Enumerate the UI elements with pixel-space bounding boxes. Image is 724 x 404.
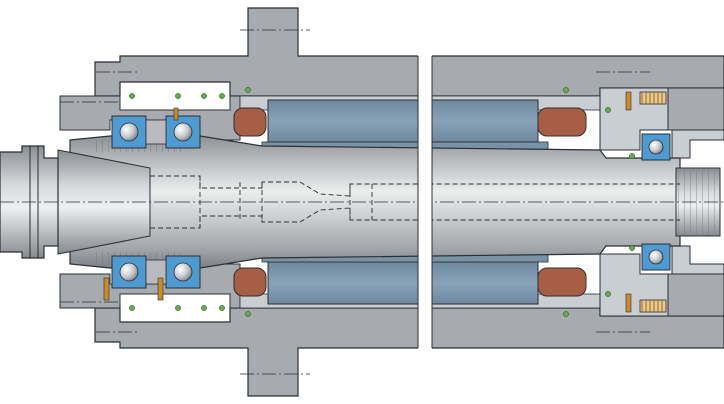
front-bearings <box>111 115 201 289</box>
bearing-spacer-top <box>145 119 167 145</box>
winding-front-bottom <box>233 267 267 297</box>
stator-top <box>267 99 539 143</box>
pin-front-bottom-2 <box>157 277 164 301</box>
motor <box>233 99 587 305</box>
o-ring <box>629 153 635 159</box>
bearing-rear-bottom <box>641 243 671 271</box>
bearing-front-top-1 <box>111 115 147 149</box>
o-ring <box>563 87 569 93</box>
winding-rear-bottom <box>537 267 587 297</box>
o-ring <box>175 305 181 311</box>
spring-top <box>639 91 667 105</box>
housing-bottom <box>94 307 724 397</box>
bearing-front-bottom-2 <box>165 255 201 289</box>
pin-front-bottom-1 <box>103 277 110 301</box>
o-rings <box>129 87 635 317</box>
rear-housing-block-top <box>667 87 724 131</box>
spring-bottom <box>639 299 667 313</box>
drawbar-outline <box>150 175 680 197</box>
o-ring <box>563 311 569 317</box>
pin-rear-top <box>625 91 632 111</box>
housing-top <box>94 7 724 97</box>
o-ring <box>175 93 181 99</box>
o-ring <box>219 305 225 311</box>
o-ring <box>129 305 135 311</box>
drawbar-outline-lower <box>150 207 680 229</box>
drawbar-hidden-lines <box>150 175 680 229</box>
stator-bottom <box>267 261 539 305</box>
winding-front-top <box>233 107 267 137</box>
rear-housing-block-bottom <box>667 273 724 317</box>
o-ring <box>201 93 207 99</box>
rear-bearings <box>641 133 671 271</box>
o-ring <box>605 107 611 113</box>
bearing-front-top-2 <box>165 115 201 149</box>
pin-rear-bottom <box>625 293 632 313</box>
preload-springs <box>103 91 667 313</box>
o-ring <box>201 305 207 311</box>
bearing-rear-top <box>641 133 671 161</box>
o-ring <box>629 245 635 251</box>
o-ring <box>245 311 251 317</box>
o-ring <box>245 87 251 93</box>
o-ring <box>219 93 225 99</box>
o-ring <box>605 291 611 297</box>
front-cover-top <box>59 95 241 141</box>
winding-rear-top <box>537 107 587 137</box>
pin-front-top <box>173 107 179 121</box>
centerlines <box>0 29 724 375</box>
o-ring <box>129 93 135 99</box>
bearing-front-bottom-1 <box>111 255 147 289</box>
break-gap <box>417 0 433 404</box>
